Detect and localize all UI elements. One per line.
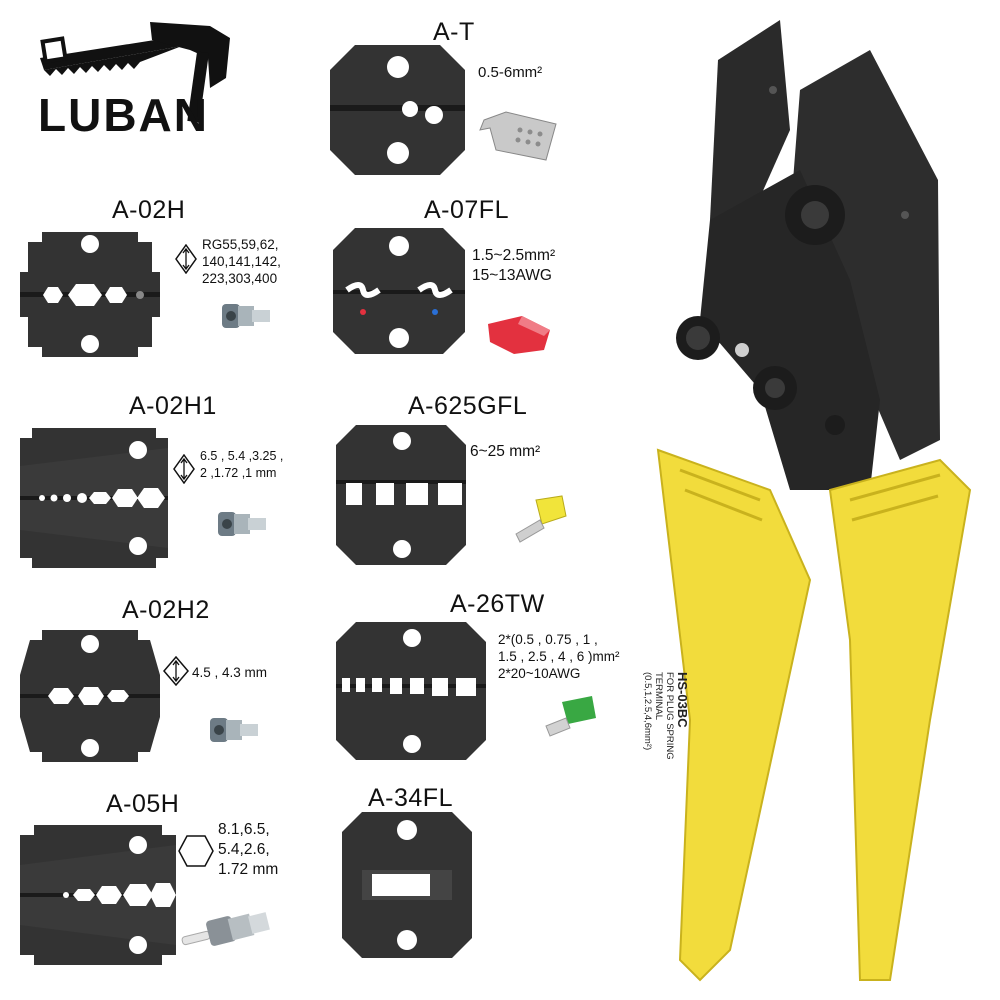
die-title-a-625gfl: A-625GFL <box>408 392 528 420</box>
brand-logo: LUBAN <box>30 18 245 141</box>
hexagon-icon <box>178 835 214 867</box>
red-flag-terminal-icon <box>488 316 550 354</box>
n-connector-icon <box>181 912 270 946</box>
die-title-a-26tw: A-26TW <box>450 590 545 618</box>
die-spec-a-26tw: 2*(0.5 , 0.75 , 1 , 1.5 , 2.5 , 4 , 6 )m… <box>498 632 620 681</box>
die-spec-a-02h1: 6.5 , 5.4 ,3.25 , 2 ,1.72 ,1 mm <box>200 449 284 480</box>
tool-desc-2: (0.5,1,2.5,4,6mm²) <box>642 672 653 751</box>
die-plate-a-34fl <box>342 812 472 958</box>
die-title-a-t: A-T <box>433 18 475 46</box>
tool-model-label: HS-03BC FOR PLUG SPRING TERMINAL (0.5,1,… <box>642 672 690 792</box>
green-ferrule-icon <box>545 696 596 737</box>
die-plate-a-02h2 <box>20 630 160 762</box>
spring-terminal-icon <box>479 111 557 161</box>
yellow-ferrule-icon <box>515 495 567 543</box>
die-spec-a-07fl: 1.5~2.5mm² 15~13AWG <box>472 247 556 284</box>
bnc-connector-icon <box>218 512 266 536</box>
die-spec-a-02h2: 4.5 , 4.3 mm <box>192 665 268 680</box>
die-title-a-02h: A-02H <box>112 196 186 224</box>
die-plate-a-t <box>330 45 465 175</box>
diameter-icon <box>175 244 197 274</box>
tool-model: HS-03BC <box>675 672 690 728</box>
brand-name: LUBAN <box>38 89 209 141</box>
die-plate-a-625gfl <box>336 425 466 565</box>
die-title-a-02h1: A-02H1 <box>129 392 217 420</box>
die-spec-a-t: 0.5-6mm² <box>478 64 543 81</box>
die-plate-a-05h <box>20 825 176 965</box>
die-plate-a-26tw <box>336 622 486 760</box>
die-title-a-34fl: A-34FL <box>368 784 453 812</box>
die-plate-a-02h <box>20 232 160 357</box>
bnc-connector-icon <box>210 718 258 742</box>
die-title-a-02h2: A-02H2 <box>122 596 210 624</box>
die-plate-a-07fl <box>333 228 465 354</box>
diameter-icon <box>163 656 189 686</box>
die-title-a-05h: A-05H <box>106 790 180 818</box>
die-spec-a-05h: 8.1,6.5, 5.4,2.6, 1.72 mm <box>218 821 279 878</box>
die-plate-a-02h1 <box>20 428 168 568</box>
die-spec-a-625gfl: 6~25 mm² <box>470 443 541 460</box>
bnc-connector-icon <box>222 304 270 328</box>
tool-desc-1: FOR PLUG SPRING TERMINAL <box>653 672 675 760</box>
crimping-tool-image <box>656 20 972 982</box>
die-title-a-07fl: A-07FL <box>424 196 509 224</box>
diameter-icon <box>173 454 195 484</box>
die-spec-a-02h: RG55,59,62, 140,141,142, 223,303,400 <box>202 237 281 286</box>
